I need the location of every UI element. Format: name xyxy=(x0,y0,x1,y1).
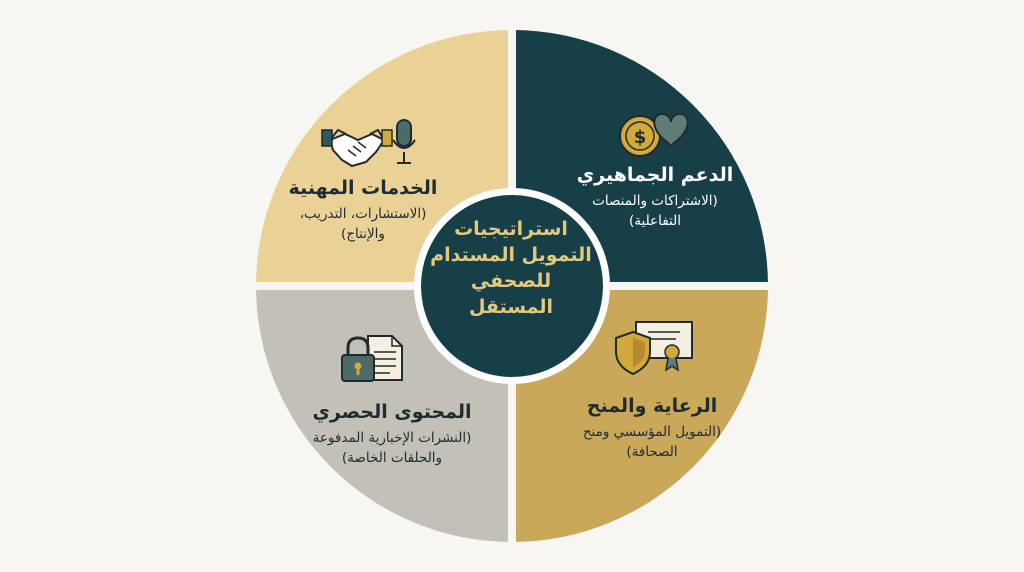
sponsorship-grants-title: الرعاية والمنح xyxy=(586,395,718,417)
handshake-icon xyxy=(321,128,393,168)
coin-icon: $ xyxy=(619,115,661,157)
center-hub xyxy=(421,195,603,377)
exclusive-content-title: المحتوى الحصري xyxy=(312,401,472,423)
professional-services-subtitle: (الاستشارات، التدريب، والإنتاج) xyxy=(299,206,427,242)
microphone-icon xyxy=(392,119,416,164)
audience-support-subtitle: (الاشتراكات والمنصات التفاعلية) xyxy=(592,193,718,229)
svg-text:$: $ xyxy=(634,127,647,148)
quadrant-label-bottom-right: الرعاية والمنح (التمويل المؤسسي ومنح الص… xyxy=(562,394,742,462)
shield-icon xyxy=(615,330,651,376)
quadrant-label-top-left: الخدمات المهنية (الاستشارات، التدريب، وا… xyxy=(278,176,448,244)
professional-services-title: الخدمات المهنية xyxy=(288,177,438,199)
heart-icon xyxy=(653,112,689,148)
sponsorship-grants-subtitle: (التمويل المؤسسي ومنح الصحافة) xyxy=(582,424,722,460)
padlock-icon xyxy=(341,336,375,382)
exclusive-content-subtitle: (النشرات الإخبارية المدفوعة والحلقات الخ… xyxy=(312,430,472,466)
quadrant-label-top-right: الدعم الجماهيري (الاشتراكات والمنصات الت… xyxy=(570,163,740,231)
center-title: استراتيجيات التمويل المستدام للصحفي المس… xyxy=(430,218,592,318)
quadrant-label-bottom-left: المحتوى الحصري (النشرات الإخبارية المدفو… xyxy=(306,400,478,468)
audience-support-title: الدعم الجماهيري xyxy=(576,164,734,186)
